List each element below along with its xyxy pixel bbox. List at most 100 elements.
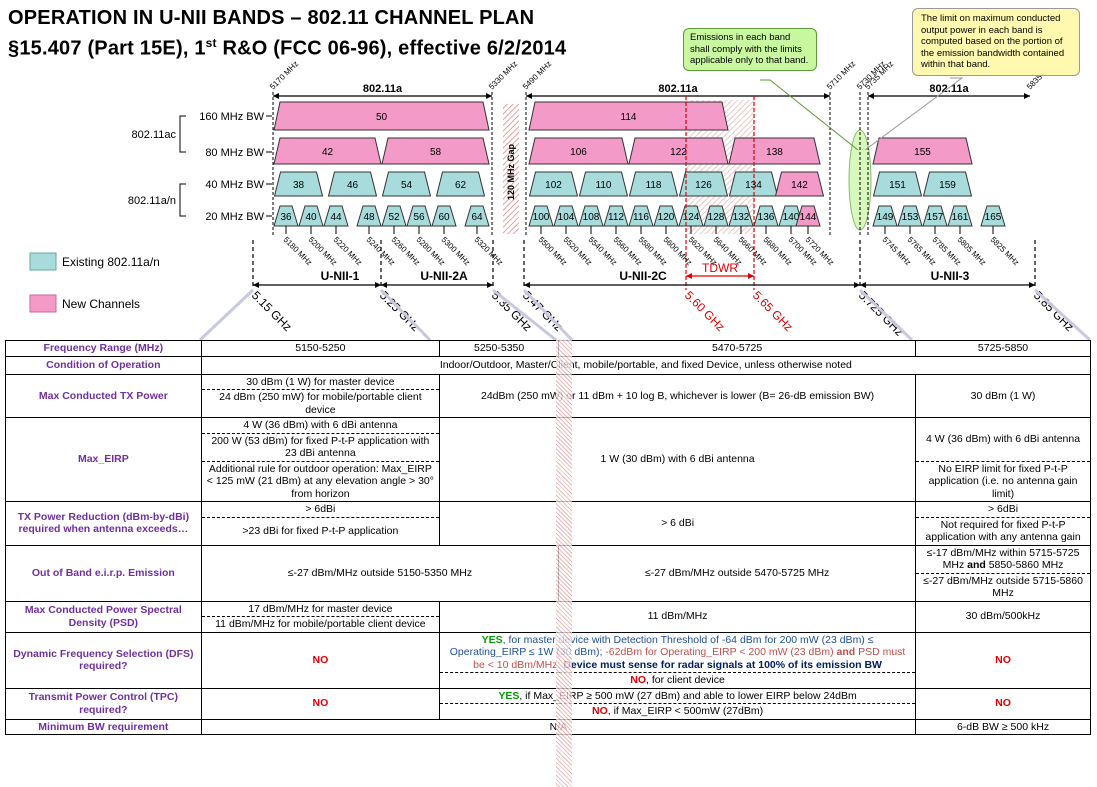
edge-label-0: 5.15 GHz [249, 288, 295, 334]
chan20-136 [753, 205, 779, 227]
tpc-unii1: NO [200, 687, 441, 720]
rules-table: Frequency Range (MHz) 5150-5250 5250-535… [5, 340, 1092, 735]
top-freq-1: 5330 MHz [487, 59, 519, 91]
chan20-108 [578, 205, 604, 227]
std-arrowhead-r-0 [486, 93, 492, 99]
header-max-eirp: Max_EIRP [5, 417, 202, 502]
page-title: OPERATION IN U-NII BANDS – 802.11 CHANNE… [8, 6, 566, 62]
chan40-110 [578, 171, 629, 197]
chan40-38-label: 38 [293, 180, 305, 191]
txred-unii3-b: Not required for fixed P-t-P application… [915, 516, 1091, 546]
dfs-unii1: NO [200, 631, 441, 689]
chan80-42-label: 42 [322, 147, 334, 158]
std-arrowhead-l-0 [273, 93, 279, 99]
bracket-ac [179, 115, 186, 153]
chan20-120 [653, 205, 679, 227]
title-line-2: §15.407 (Part 15E), 1st R&O (FCC 06-96),… [8, 36, 567, 60]
minbw-unii3: 6-dB BW ≥ 500 kHz [915, 718, 1091, 735]
chan40-118 [628, 171, 679, 197]
chan20-60-label: 60 [438, 212, 450, 223]
chan40-110-label: 110 [596, 180, 612, 191]
group-ac: 802.11ac [132, 129, 177, 141]
emissions-callout: Emissions in each band shall comply with… [683, 28, 817, 71]
header-condition: Condition of Operation [5, 355, 202, 375]
row-psd-a: Max Conducted Power Spectral Density (PS… [5, 600, 1091, 633]
chan20-116 [628, 205, 654, 227]
chan80-122 [628, 137, 729, 165]
txred-unii2: > 6 dBi [439, 501, 917, 546]
eirp-unii3-a: 4 W (36 dBm) with 6 dBi antenna [915, 417, 1091, 462]
row-eirp-b: 200 W (53 dBm) for fixed P-t-P applicati… [6, 432, 1091, 462]
gap-label: 120 MHz Gap [506, 143, 516, 200]
chan80-155 [872, 137, 973, 165]
tpc-unii3: NO [915, 687, 1091, 720]
dfs-master: YES, for master device with Detection Th… [439, 631, 917, 673]
chan40-142 [774, 171, 825, 197]
row-label-0: 160 MHz BW [199, 111, 264, 123]
chan20-56 [406, 205, 432, 227]
band-arrowhead-r-2 [854, 282, 860, 288]
tdwr-label: TDWR [702, 261, 738, 275]
row-eirp-a: Max_EIRP 4 W (36 dBm) with 6 dBi antenna… [5, 417, 1091, 502]
band-arrowhead-r-3 [1029, 282, 1035, 288]
chan160-114-label: 114 [621, 112, 637, 123]
group-an: 802.11a/n [128, 195, 176, 207]
eirp-b: 200 W (53 dBm) for fixed P-t-P applicati… [200, 432, 441, 462]
chan80-106-label: 106 [570, 147, 587, 158]
top-freq-2: 5490 MHz [521, 59, 553, 91]
row-condition: Condition of Operation Indoor/Outdoor, M… [5, 355, 1092, 375]
guide-line-3 [522, 288, 574, 340]
chan20-149-label: 149 [877, 212, 894, 223]
chan40-62-label: 62 [455, 180, 467, 191]
header-frequency: Frequency Range (MHz) [5, 340, 202, 357]
chan20-112 [603, 205, 629, 227]
bracket-an [179, 183, 186, 217]
dfs-client: NO, for client device [439, 672, 917, 689]
chan20-149 [872, 205, 898, 227]
freq-label-165: 5825 MHz [989, 235, 1021, 267]
guide-line-4 [858, 288, 914, 340]
title-line-1: OPERATION IN U-NII BANDS – 802.11 CHANNE… [8, 7, 535, 29]
legend-existing-swatch [29, 252, 57, 271]
callout-pointer-green [760, 79, 859, 151]
chan20-153 [897, 205, 923, 227]
chan40-126-label: 126 [695, 180, 712, 191]
band-arrowhead-l-1 [381, 282, 387, 288]
freq-label-64: 5320 MHz [473, 235, 505, 267]
band-label-1: U-NII-2A [420, 269, 468, 283]
chan80-138 [728, 137, 821, 165]
chan20-52-label: 52 [388, 212, 400, 223]
chan40-46-label: 46 [347, 180, 359, 191]
oob-unii3-b: ≤-27 dBm/MHz outside 5715-5860 MHz [915, 572, 1091, 602]
band-label-0: U-NII-1 [321, 269, 360, 283]
chan20-153-label: 153 [902, 212, 919, 223]
chan20-157-label: 157 [927, 212, 944, 223]
chan20-116-label: 116 [633, 212, 649, 223]
chan160-50-label: 50 [376, 112, 388, 123]
edge-label-5: 5.85 GHz [1031, 288, 1077, 334]
header-max-power: Max Conducted TX Power [5, 373, 202, 418]
chan20-60 [431, 205, 457, 227]
oob-unii3-a: ≤-17 dBm/MHz within 5715-5725 MHz and 58… [915, 544, 1091, 574]
power-unii2: 24dBm (250 mW) or 11 dBm + 10 log B, whi… [439, 373, 917, 418]
chan40-102-label: 102 [545, 180, 562, 191]
row-txred-a: TX Power Reduction (dBm-by-dBi) required… [5, 501, 1091, 546]
chan20-104 [553, 205, 579, 227]
chan40-46 [327, 171, 378, 197]
chan20-100-label: 100 [533, 212, 550, 223]
row-tpc-a: Transmit Power Control (TPC) required? N… [5, 687, 1091, 720]
chan20-100 [528, 205, 554, 227]
chan160-114 [528, 101, 729, 131]
chan80-122-label: 122 [670, 147, 687, 158]
eirp-unii3-b: No EIRP limit for fixed P-t-P applicatio… [915, 460, 1091, 502]
chan20-44-label: 44 [330, 212, 342, 223]
eirp-c: Additional rule for outdoor operation: M… [200, 460, 441, 502]
oob-unii1-2a: ≤-27 dBm/MHz outside 5150-5350 MHz [200, 544, 560, 602]
chan20-64-label: 64 [471, 212, 483, 223]
guide-line-2 [492, 288, 557, 340]
std-arrowhead-l-1 [526, 93, 532, 99]
chan80-155-label: 155 [914, 147, 931, 158]
chan80-138-label: 138 [766, 147, 783, 158]
header-minbw: Minimum BW requirement [5, 718, 202, 735]
chan20-132-label: 132 [733, 212, 750, 223]
